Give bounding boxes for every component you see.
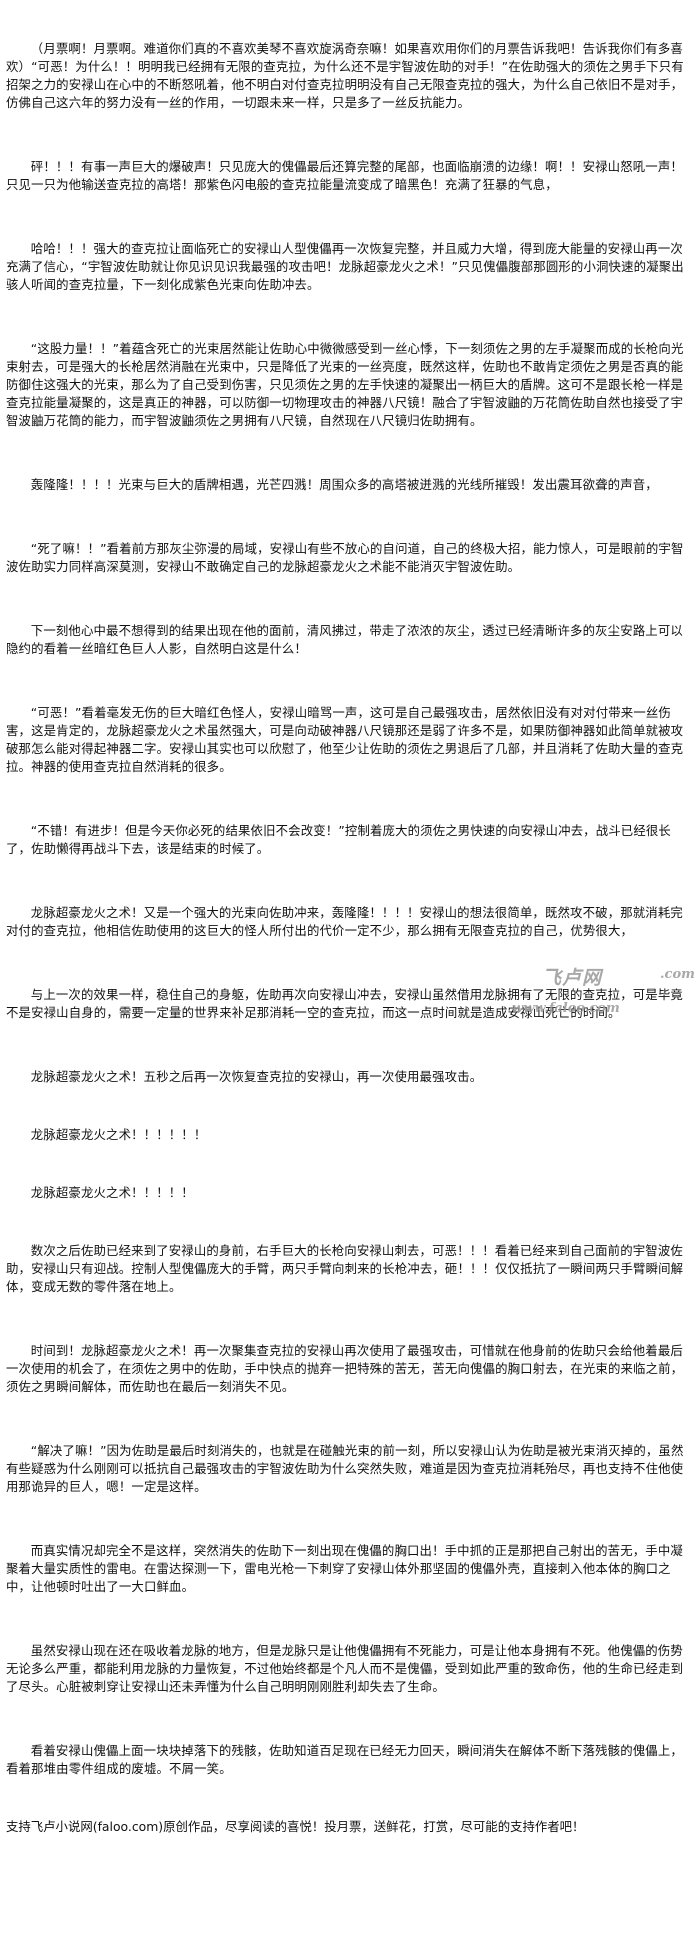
paragraph-14: 龙脉超豪龙火之术！！！！！ — [30, 1185, 194, 1200]
paragraph-7: 下一刻他心中最不想得到的结果出现在他的面前，清风拂过，带走了浓浓的灰尘，透过已经… — [6, 623, 683, 656]
paragraph-16: 时间到！龙脉超豪龙火之术！再一次聚集查克拉的安禄山再次使用了最强攻击，可惜就在他… — [6, 1343, 684, 1394]
chapter-content: （月票啊！月票啊。难道你们真的不喜欢美琴不喜欢旋涡奇奈嘛！如果喜欢用你们的月票告… — [6, 40, 694, 1836]
paragraph-4: “这股力量！！”着蕴含死亡的光束居然能让佐助心中微微感受到一丝心悸，下一刻须佐之… — [6, 341, 684, 428]
paragraph-3: 哈哈！！！强大的查克拉让面临死亡的安禄山人型傀儡再一次恢复完整，并且威力大增，得… — [6, 241, 684, 292]
paragraph-8: “可恶！”看着毫发无伤的巨大暗红色怪人，安禄山暗骂一声，这可是自己最强攻击，居然… — [6, 705, 684, 774]
paragraph-6: “死了嘛！！”看着前方那灰尘弥漫的局域，安禄山有些不放心的自问道，自己的终极大招… — [6, 541, 684, 574]
support-footer: 支持飞卢小说网(faloo.com)原创作品，尽享阅读的喜悦！投月票，送鲜花，打… — [6, 1819, 585, 1834]
paragraph-12: 龙脉超豪龙火之术！五秒之后再一次恢复查克拉的安禄山，再一次使用最强攻击。 — [30, 1069, 483, 1084]
paragraph-17: “解决了嘛！”因为佐助是最后时刻消失的，也就是在碰触光束的前一刻，所以安禄山认为… — [6, 1443, 684, 1494]
paragraph-15: 数次之后佐助已经来到了安禄山的身前，右手巨大的长枪向安禄山刺去，可恶！！！看着已… — [6, 1243, 684, 1294]
paragraph-1: （月票啊！月票啊。难道你们真的不喜欢美琴不喜欢旋涡奇奈嘛！如果喜欢用你们的月票告… — [6, 41, 684, 110]
paragraph-19: 虽然安禄山现在还在吸收着龙脉的地方，但是龙脉只是让他傀儡拥有不死能力，可是让他本… — [6, 1643, 684, 1694]
paragraph-5: 轰隆隆！！！！光束与巨大的盾牌相遇，光芒四溅！周围众多的高塔被迸溅的光线所摧毁！… — [30, 477, 658, 492]
paragraph-13: 龙脉超豪龙火之术！！！！！！ — [30, 1127, 207, 1142]
paragraph-10: 龙脉超豪龙火之术！又是一个强大的光束向佐助冲来，轰隆隆！！！！安禄山的想法很简单… — [6, 905, 683, 938]
paragraph-9: “不错！有进步！但是今天你必死的结果依旧不会改变！”控制着庞大的须佐之男快速的向… — [6, 823, 671, 856]
paragraph-2: 砰！！！有事一声巨大的爆破声！只见庞大的傀儡最后还算完整的尾部，也面临崩溃的边缘… — [6, 159, 683, 192]
paragraph-18: 而真实情况却完全不是这样，突然消失的佐助下一刻出现在傀儡的胸口出！手中抓的正是那… — [6, 1543, 683, 1594]
paragraph-11: 与上一次的效果一样，稳住自己的身躯，佐助再次向安禄山冲去，安禄山虽然借用龙脉拥有… — [6, 987, 683, 1020]
paragraph-20: 看着安禄山傀儡上面一块块掉落下的残骸，佐助知道百足现在已经无力回天，瞬间消失在解… — [6, 1743, 683, 1776]
